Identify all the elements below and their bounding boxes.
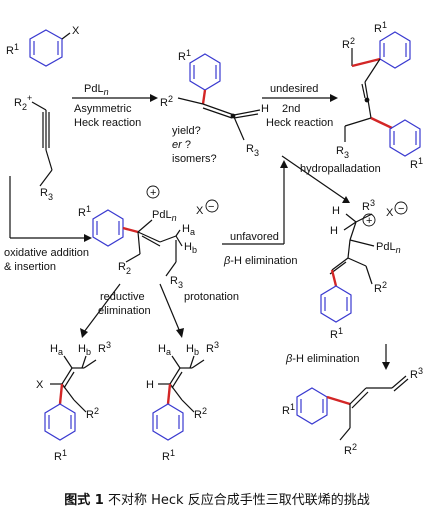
allene-r2-label: R2 <box>160 94 173 109</box>
bisaryl-r1-top: R1 <box>374 20 387 35</box>
vinylpd-ha: Ha <box>182 223 195 237</box>
reductive-product <box>44 355 97 441</box>
caption-figure-number: 图式 1 <box>64 493 104 508</box>
bisaryl-allene <box>344 31 421 157</box>
question-er: er ? <box>172 139 191 151</box>
heck-label-2: Heck reaction <box>74 117 141 129</box>
allene-r1-label: R1 <box>178 48 191 63</box>
allylpd-r2: R2 <box>374 280 387 295</box>
bisaryl-r3-label: R3 <box>336 145 349 160</box>
figure-caption: 图式 1 不对称 Heck 反应合成手性三取代联烯的挑战 <box>0 489 434 508</box>
vinylpd-r3: R3 <box>170 275 183 290</box>
protonation-product <box>152 355 205 441</box>
vinylpd-minus: − <box>208 201 214 213</box>
allylpd-minus: − <box>398 203 404 215</box>
oxidative-label-2: & insertion <box>4 261 56 273</box>
protonation-h: H <box>146 379 154 391</box>
vinyl-pd-intermediate <box>92 209 183 277</box>
allene-product <box>177 53 261 141</box>
protonation-r1: R1 <box>162 448 175 463</box>
diene-r3: R3 <box>410 366 423 381</box>
vinylpd-r2: R2 <box>118 261 131 276</box>
alkyne-chain <box>31 101 53 187</box>
question-yield: yield? <box>172 125 201 137</box>
undesired-label-1: undesired <box>270 83 318 95</box>
hydropalladation-label: hydropalladation <box>300 163 381 175</box>
undesired-label-3: Heck reaction <box>266 117 333 129</box>
protonation-arrow <box>159 283 181 333</box>
protonation-r3: R3 <box>206 340 219 355</box>
protonation-hb: Hb <box>186 343 199 357</box>
reductive-label-2: elimination <box>98 305 151 317</box>
allene-h-label: H <box>261 103 269 115</box>
vinylpd-plus: + <box>150 187 156 199</box>
vinylpd-hb: Hb <box>184 241 197 255</box>
unfavored-beta-label: β-H elimination <box>223 255 298 267</box>
protonation-ha: Ha <box>158 343 171 357</box>
aryl-halide <box>29 29 71 67</box>
bisaryl-center-dot <box>364 97 370 103</box>
oxidative-label-1: oxidative addition <box>4 247 89 259</box>
alkyne-r2-label: R2+ <box>14 93 32 112</box>
diene-product <box>296 375 409 441</box>
vinylpd-r1: R1 <box>78 204 91 219</box>
protonation-r2: R2 <box>194 406 207 421</box>
aryl-r1-label: R1 <box>6 42 19 57</box>
undesired-label-2: 2nd <box>282 103 300 115</box>
allylpd-h1: H <box>332 205 340 217</box>
reductive-hb: Hb <box>78 343 91 357</box>
reductive-arrow <box>83 283 121 333</box>
allene-r3-label: R3 <box>246 143 259 158</box>
allene-center-dot <box>230 113 236 119</box>
alkyne-r3-label: R3 <box>40 187 53 202</box>
diene-r1: R1 <box>282 402 295 417</box>
aryl-x-label: X <box>72 25 80 37</box>
reductive-ha: Ha <box>50 343 63 357</box>
reductive-r2: R2 <box>86 406 99 421</box>
unfavored-label: unfavored <box>230 231 279 243</box>
diene-r2: R2 <box>344 442 357 457</box>
allylpd-h2: H <box>330 225 338 237</box>
reductive-r1: R1 <box>54 448 67 463</box>
reductive-x: X <box>36 379 44 391</box>
hydropalladation-arrow <box>281 155 347 201</box>
reductive-label-1: reductive <box>100 291 145 303</box>
vinylpd-x: X <box>196 205 204 217</box>
allylpd-plus: + <box>366 215 372 227</box>
beta-h-label: β-H elimination <box>285 353 360 365</box>
heck-catalyst: PdLn <box>84 83 109 97</box>
reductive-r3: R3 <box>98 340 111 355</box>
allylpd-r3: R3 <box>362 198 375 213</box>
allylpd-r1: R1 <box>330 326 343 341</box>
reaction-scheme: X R1 R2+ R3 PdLn Asymmetric Heck reactio… <box>4 20 423 463</box>
question-isomers: isomers? <box>172 153 217 165</box>
vinylpd-pdln: PdLn <box>152 209 177 223</box>
protonation-label: protonation <box>184 291 239 303</box>
allylpd-pdln: PdLn <box>376 241 401 255</box>
heck-label-1: Asymmetric <box>74 103 132 115</box>
caption-text: 不对称 Heck 反应合成手性三取代联烯的挑战 <box>103 493 370 508</box>
allyl-pd-intermediate <box>320 213 375 323</box>
bisaryl-r2-label: R2 <box>342 36 355 51</box>
bisaryl-r1-bottom: R1 <box>410 156 423 171</box>
allylpd-x: X <box>386 207 394 219</box>
